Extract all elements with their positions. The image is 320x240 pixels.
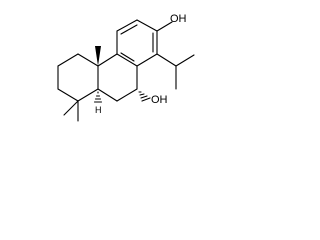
h-label: H <box>95 105 102 115</box>
phenol-oh-label: OH <box>170 13 187 25</box>
benzylic-oh-label: OH <box>151 94 168 106</box>
middle-ring <box>97 53 138 102</box>
oh-hashed-wedge <box>138 91 151 102</box>
left-ring <box>57 53 99 102</box>
chemical-structure: H OH OH <box>57 13 195 122</box>
isopropyl-group <box>156 53 195 90</box>
angular-methyl-wedge <box>95 46 101 66</box>
phenol-oh-bond <box>156 21 173 32</box>
gem-dimethyl <box>63 100 79 122</box>
aromatic-ring <box>116 19 158 67</box>
h-hashed-wedge <box>93 91 103 103</box>
